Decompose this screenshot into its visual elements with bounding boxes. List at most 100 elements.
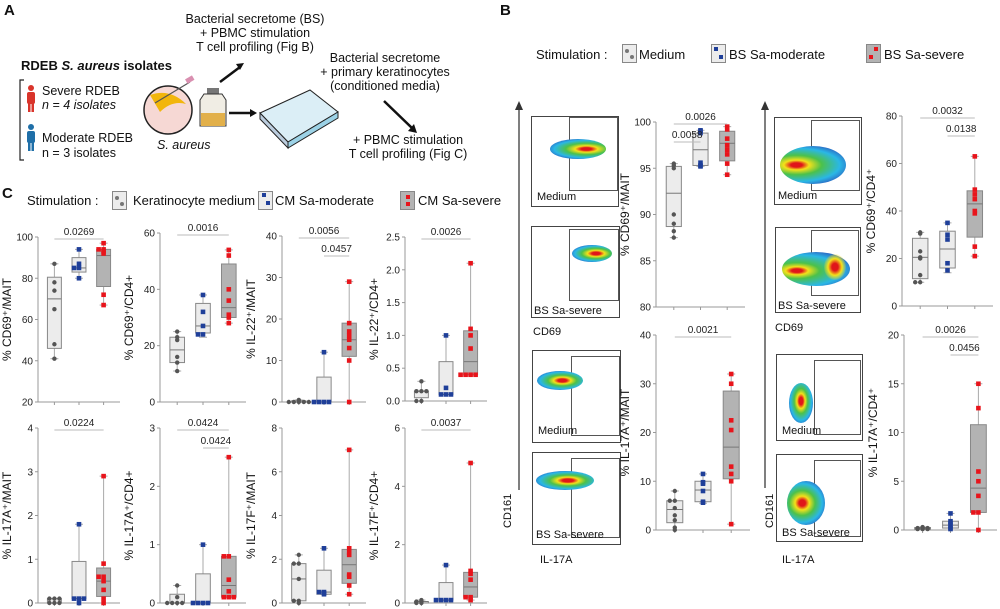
data-point xyxy=(724,147,730,153)
box-group-3 xyxy=(96,240,112,308)
data-point xyxy=(972,196,978,202)
data-point xyxy=(316,589,322,595)
box xyxy=(939,230,956,269)
y-tick-label: 0 xyxy=(27,599,33,609)
data-point xyxy=(468,326,473,332)
y-tick-label: 0 xyxy=(271,599,277,609)
y-tick-label: 10 xyxy=(266,356,278,367)
data-point xyxy=(700,481,706,486)
data-point xyxy=(52,261,57,267)
box-group-2 xyxy=(939,220,956,274)
density-blob xyxy=(537,371,583,390)
organism-label: S. aureus xyxy=(157,138,211,152)
legend-label: BS Sa-moderate xyxy=(729,47,826,62)
box-group-3 xyxy=(341,447,357,597)
data-point xyxy=(291,561,296,566)
data-point xyxy=(226,287,232,292)
data-point xyxy=(945,220,950,226)
data-point xyxy=(96,247,101,252)
data-point xyxy=(221,554,227,559)
moderate-rdeb-n: n = 3 isolates xyxy=(42,146,117,160)
y-tick-label: 2 xyxy=(394,540,400,551)
density-blob xyxy=(572,245,612,262)
data-point xyxy=(76,521,82,527)
y-tick-label: 100 xyxy=(16,233,33,244)
data-point xyxy=(468,372,473,378)
p-value-label: 0.0026 xyxy=(935,325,966,336)
arrow-to-fig-b xyxy=(219,66,241,83)
y-axis-label: % CD69⁺/CD4+ xyxy=(122,275,136,360)
data-point xyxy=(918,272,923,278)
data-point xyxy=(200,323,206,329)
data-point xyxy=(672,518,677,523)
data-point xyxy=(918,280,923,285)
step-c-line3: (conditioned media) xyxy=(330,79,440,93)
flow-plot-mait-cd69-medium: Medium xyxy=(531,116,619,207)
data-point xyxy=(346,399,352,405)
p-value-label: 0.0021 xyxy=(688,325,719,336)
y-tick-label: 3 xyxy=(149,424,155,435)
p-value-label: 0.0457 xyxy=(321,244,352,255)
data-point xyxy=(700,471,706,477)
data-point xyxy=(468,568,473,574)
data-point xyxy=(972,208,978,214)
data-point xyxy=(76,265,82,271)
y-tick-label: 1 xyxy=(27,555,33,566)
data-point xyxy=(226,589,232,594)
p-value-label: 0.0016 xyxy=(188,223,219,234)
y-tick-label: 0.5 xyxy=(386,364,400,375)
box-group-1 xyxy=(291,552,307,606)
data-point xyxy=(175,600,180,606)
y-tick-label: 4 xyxy=(394,482,400,493)
box-group-3 xyxy=(458,260,479,378)
data-point xyxy=(57,596,62,601)
data-point xyxy=(424,388,429,394)
data-point xyxy=(672,488,677,494)
density-blob xyxy=(824,254,846,280)
data-point xyxy=(443,562,449,568)
panel-label-a: A xyxy=(4,2,15,19)
data-point xyxy=(918,249,923,254)
data-point xyxy=(226,312,232,317)
data-point xyxy=(346,345,352,351)
step-b-text: Bacterial secretome (BS) + PBMC stimulat… xyxy=(180,12,330,54)
data-point xyxy=(458,372,463,378)
y-tick-label: 2 xyxy=(271,555,277,566)
moderate-rdeb-label: Moderate RDEB xyxy=(42,131,134,145)
data-point xyxy=(920,526,925,532)
p-value-label: 0.0037 xyxy=(431,418,462,429)
p-value-label: 0.0032 xyxy=(932,106,963,117)
data-point xyxy=(346,358,352,363)
y-axis-label: % IL-17A⁺/CD4+ xyxy=(122,470,136,560)
data-point xyxy=(728,464,734,469)
box-group-3 xyxy=(463,460,479,603)
box xyxy=(195,302,211,334)
box-group-2 xyxy=(316,546,332,597)
data-point xyxy=(101,292,106,298)
step-b-line1: Bacterial secretome (BS) xyxy=(185,12,325,26)
data-point xyxy=(468,346,473,351)
box-group-1 xyxy=(666,488,684,533)
data-point xyxy=(672,505,677,511)
data-point xyxy=(346,591,352,597)
data-point xyxy=(468,597,473,603)
data-point xyxy=(945,268,950,273)
y-tick-label: 10 xyxy=(888,428,900,439)
data-point xyxy=(52,342,57,347)
data-point xyxy=(728,427,734,433)
data-point xyxy=(200,292,206,298)
data-point xyxy=(175,594,180,600)
flow-plot-mait-il17a-medium: Medium xyxy=(532,350,621,443)
data-point xyxy=(945,237,950,242)
data-point xyxy=(468,594,473,600)
y-tick-label: 1.5 xyxy=(386,298,400,309)
data-point xyxy=(976,478,981,484)
data-point xyxy=(52,288,57,293)
y-tick-label: 20 xyxy=(266,315,278,326)
gate xyxy=(569,229,619,301)
data-point xyxy=(448,392,454,397)
data-point xyxy=(971,510,976,515)
data-point xyxy=(291,399,296,405)
data-point xyxy=(976,493,981,499)
